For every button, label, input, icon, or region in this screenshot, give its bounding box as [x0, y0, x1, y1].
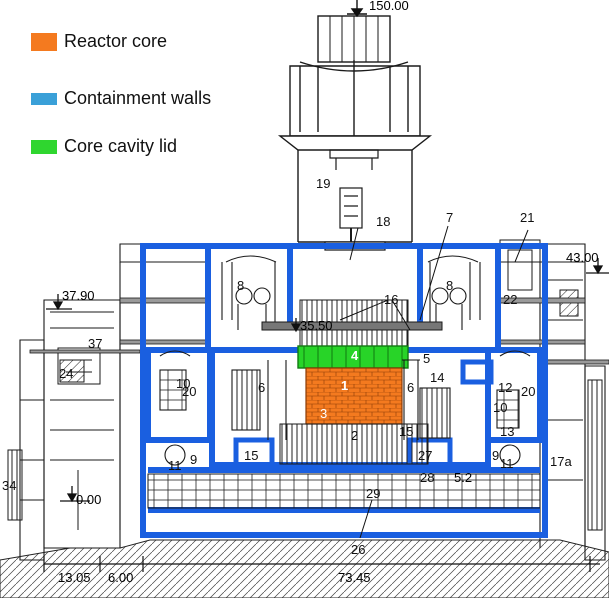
- callout-18: 18: [376, 214, 390, 229]
- callout-20a: 20: [182, 384, 196, 399]
- callout-17: 17: [468, 366, 482, 381]
- upper-plate: [261, 321, 443, 331]
- callout-3: 3: [320, 406, 327, 421]
- elevation-left: 37.90: [62, 288, 95, 303]
- left-annex-details: [7, 311, 114, 530]
- upper-right-equipment: [427, 255, 481, 330]
- callout-27: 27: [418, 448, 432, 463]
- callout-7: 7: [446, 210, 453, 225]
- elevation-markers: [46, 258, 609, 503]
- callout-17a: 17a: [550, 454, 572, 469]
- containment-upper-left: [205, 246, 501, 350]
- callout-19: 19: [316, 176, 330, 191]
- legend-containment-walls: Containment walls: [31, 88, 211, 109]
- callout-28: 28: [420, 470, 434, 485]
- elevation-mid: 35.50: [300, 318, 333, 333]
- legend-swatch-core: [31, 32, 57, 51]
- callout-15a: 15: [244, 448, 258, 463]
- callout-9b: 9: [492, 448, 499, 463]
- callout-11a: 11: [168, 458, 182, 473]
- upper-left-equipment: [221, 255, 277, 330]
- callout-10b: 10: [493, 400, 507, 415]
- ground-fill: [0, 539, 609, 598]
- callout-34: 34: [2, 478, 16, 493]
- elevation-top-marker: [347, 0, 367, 18]
- callout-6b: 6: [407, 380, 414, 395]
- callout-21: 21: [520, 210, 534, 225]
- dimension-3: 73.45: [338, 570, 371, 585]
- callout-6a: 6: [258, 380, 265, 395]
- elevation-lower-right: 5.2: [454, 470, 472, 485]
- basement-grid: [147, 473, 541, 509]
- leader-lines: [339, 225, 529, 539]
- reactor-core: [305, 367, 403, 425]
- room-17: [460, 359, 494, 385]
- legend-reactor-core: Reactor core: [31, 31, 167, 52]
- elevation-right: 43.00: [566, 250, 599, 265]
- callout-15b: 15: [399, 424, 413, 439]
- legend-label-containment: Containment walls: [64, 88, 212, 108]
- elevation-base: 0.00: [76, 492, 101, 507]
- callout-14: 14: [430, 370, 444, 385]
- callout-8a: 8: [237, 278, 244, 293]
- upper-stack: [277, 15, 433, 243]
- callout-1: 1: [341, 378, 348, 393]
- callout-20b: 20: [521, 384, 535, 399]
- legend-core-cavity-lid: Core cavity lid: [31, 136, 177, 157]
- callout-11b: 11: [500, 456, 514, 471]
- callout-16: 16: [384, 292, 398, 307]
- callout-29: 29: [366, 486, 380, 501]
- callout-13: 13: [500, 424, 514, 439]
- dimension-2: 6.00: [108, 570, 133, 585]
- callout-8b: 8: [446, 278, 453, 293]
- legend-swatch-containment: [31, 92, 57, 105]
- legend-label-core: Reactor core: [64, 31, 168, 51]
- room-15-left: [233, 437, 275, 469]
- legend-label-lid: Core cavity lid: [64, 136, 178, 156]
- lower-pipes: [279, 423, 429, 465]
- callout-26: 26: [351, 542, 365, 557]
- callout-37: 37: [88, 336, 102, 351]
- callout-2: 2: [351, 428, 358, 443]
- callout-9a: 9: [190, 452, 197, 467]
- callout-22: 22: [503, 292, 517, 307]
- elevation-top: 150.00: [369, 0, 409, 13]
- dimension-1: 13.05: [58, 570, 91, 585]
- callout-labels: 1 2 3 4 5 6 6 7 8 8 9 9 10 10 11 11 12 1…: [2, 176, 572, 557]
- containment-walls: [140, 243, 548, 538]
- dimension-line: [43, 556, 600, 572]
- callout-4: 4: [351, 348, 359, 363]
- callout-5: 5: [423, 351, 430, 366]
- legend-swatch-lid: [31, 139, 57, 154]
- floor-slabs: [29, 297, 609, 365]
- callout-24: 24: [59, 366, 73, 381]
- callout-12: 12: [498, 380, 512, 395]
- callout-10a: 10: [176, 376, 190, 391]
- pump-equipment: [159, 350, 531, 466]
- crane: [324, 149, 386, 251]
- side-tanks: [231, 360, 451, 440]
